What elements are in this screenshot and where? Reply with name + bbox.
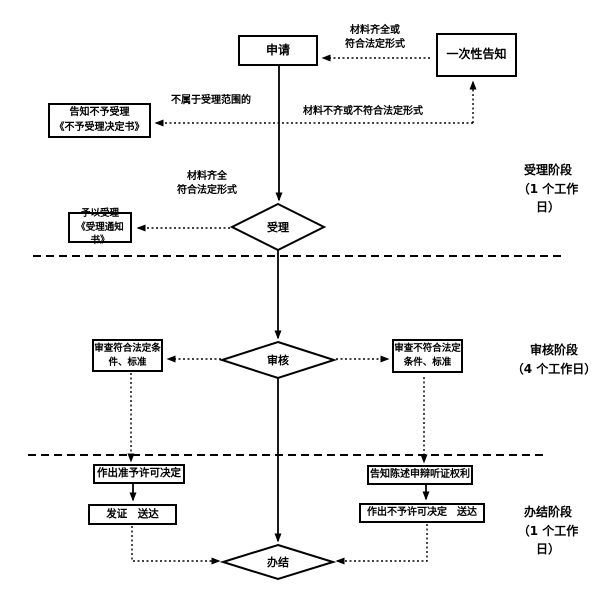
stage-label-completion: 办结阶段 （1 个工作 日） xyxy=(517,505,579,557)
apply-box: 申请 xyxy=(238,35,318,66)
review-diamond-shape xyxy=(218,340,338,380)
grant-decision-box: 作出准予许可决定 xyxy=(93,464,185,484)
label-out-of-scope: 不属于受理范围的 xyxy=(171,95,251,106)
complete-diamond-shape xyxy=(219,543,337,581)
accept-diamond-label: 受理 xyxy=(267,221,289,234)
accept-notice-box: 予以受理 《受理通知书》 xyxy=(68,208,132,246)
issue-deliver-box: 发证 送达 xyxy=(88,504,177,525)
review-diamond-label: 审核 xyxy=(267,354,289,367)
hearing-rights-box: 告知陈述申辩听证权利 xyxy=(367,465,473,485)
one-time-notice-box: 一次性告知 xyxy=(436,33,517,77)
complete-diamond-label: 办结 xyxy=(267,556,289,569)
edge-issue-to-complete xyxy=(131,526,221,565)
reject-notice-box: 告知不予受理 《不予受理决定书》 xyxy=(48,103,151,138)
review-pass-box: 审查符合法定条 件、标准 xyxy=(92,339,163,372)
deny-decision-box: 作出不予许可决定 送达 xyxy=(359,503,485,523)
label-materials-incomplete: 材料不齐或不符合法定形式 xyxy=(303,106,423,117)
review-fail-box: 审查不符合法定 条件、标准 xyxy=(392,339,463,373)
label-materials-complete: 材料齐全 符合法定形式 xyxy=(177,171,237,196)
accept-diamond-shape xyxy=(229,202,327,252)
label-materials-complete-or: 材料齐全或 符合法定形式 xyxy=(345,25,405,50)
stage-label-acceptance: 受理阶段 （1 个工作 日） xyxy=(517,163,579,215)
stage-label-review: 审核阶段 （4 个工作日） xyxy=(511,343,597,376)
edge-deny-to-complete xyxy=(335,524,428,565)
